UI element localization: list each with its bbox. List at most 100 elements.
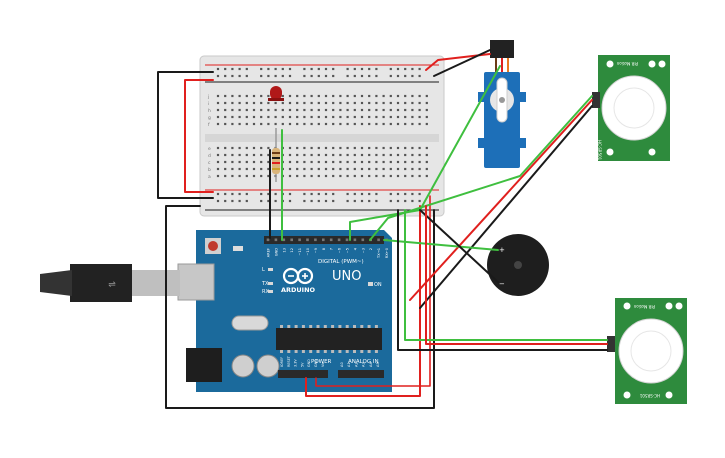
pir-sensor-top[interactable]: PIR Motion HC-SR501 [592, 55, 670, 161]
breadboard-rail-hole[interactable] [281, 67, 284, 71]
breadboard-hole[interactable] [296, 146, 299, 150]
breadboard-rail-hole[interactable] [389, 74, 392, 78]
breadboard-rail-hole[interactable] [267, 199, 270, 203]
breadboard-rail-hole[interactable] [411, 192, 414, 196]
breadboard-hole[interactable] [224, 146, 227, 150]
breadboard-rail-hole[interactable] [353, 192, 356, 196]
digital-pin-hole[interactable] [329, 238, 333, 242]
breadboard-hole[interactable] [245, 160, 248, 164]
breadboard-hole[interactable] [339, 160, 342, 164]
breadboard-hole[interactable] [389, 174, 392, 178]
breadboard-hole[interactable] [360, 146, 364, 150]
breadboard-hole[interactable] [339, 94, 342, 98]
breadboard-rail-hole[interactable] [324, 192, 328, 196]
breadboard-rail-hole[interactable] [375, 199, 378, 203]
breadboard-hole[interactable] [324, 101, 328, 105]
breadboard-hole[interactable] [375, 153, 378, 157]
wire-black-gnd[interactable] [165, 205, 435, 409]
breadboard-hole[interactable] [324, 122, 328, 126]
breadboard-hole[interactable] [267, 101, 270, 105]
breadboard-hole[interactable] [317, 160, 320, 164]
breadboard-hole[interactable] [396, 174, 400, 178]
breadboard-rail-hole[interactable] [324, 67, 328, 71]
breadboard-hole[interactable] [260, 146, 263, 150]
breadboard-rail-hole[interactable] [267, 74, 270, 78]
breadboard-hole[interactable] [296, 101, 299, 105]
breadboard-hole[interactable] [382, 174, 385, 178]
breadboard-hole[interactable] [332, 153, 335, 157]
wire-red-pir-top[interactable] [409, 99, 593, 301]
breadboard-rail-hole[interactable] [310, 74, 313, 78]
breadboard-rail-hole[interactable] [303, 199, 306, 203]
breadboard-rail-hole[interactable] [317, 192, 320, 196]
breadboard-hole[interactable] [296, 122, 299, 126]
breadboard-hole[interactable] [260, 115, 263, 119]
wire-black-pir-top[interactable] [419, 105, 593, 309]
breadboard-hole[interactable] [368, 174, 371, 178]
breadboard-hole[interactable] [288, 174, 292, 178]
wire-green-buzzer[interactable] [383, 239, 499, 251]
breadboard-hole[interactable] [303, 167, 306, 171]
breadboard-hole[interactable] [231, 94, 234, 98]
digital-pin-hole[interactable] [353, 238, 357, 242]
breadboard-rail-hole[interactable] [368, 192, 371, 196]
breadboard-hole[interactable] [375, 115, 378, 119]
breadboard-hole[interactable] [346, 167, 349, 171]
breadboard-rail-hole[interactable] [288, 67, 292, 71]
breadboard-rail-hole[interactable] [368, 199, 371, 203]
breadboard-rail-hole[interactable] [310, 192, 313, 196]
breadboard-hole[interactable] [288, 167, 292, 171]
breadboard-hole[interactable] [396, 101, 400, 105]
breadboard-hole[interactable] [317, 94, 320, 98]
breadboard-hole[interactable] [216, 94, 220, 98]
breadboard-hole[interactable] [404, 174, 407, 178]
wire-black-left-loop[interactable] [157, 71, 214, 199]
breadboard-rail-hole[interactable] [317, 67, 320, 71]
breadboard-hole[interactable] [303, 160, 306, 164]
breadboard-rail-hole[interactable] [245, 192, 248, 196]
breadboard-rail-hole[interactable] [346, 74, 349, 78]
breadboard-hole[interactable] [353, 160, 356, 164]
wire-red-5v[interactable] [305, 205, 421, 397]
breadboard-hole[interactable] [216, 122, 220, 126]
breadboard-hole[interactable] [231, 167, 234, 171]
breadboard-hole[interactable] [375, 108, 378, 112]
breadboard-rail-hole[interactable] [396, 199, 400, 203]
digital-pin-hole[interactable] [337, 238, 341, 242]
breadboard-hole[interactable] [404, 167, 407, 171]
breadboard-hole[interactable] [252, 108, 256, 112]
breadboard-hole[interactable] [389, 115, 392, 119]
breadboard-hole[interactable] [274, 122, 277, 126]
breadboard-hole[interactable] [411, 167, 414, 171]
breadboard-hole[interactable] [389, 146, 392, 150]
breadboard-rail-hole[interactable] [288, 192, 292, 196]
breadboard-rail-hole[interactable] [260, 67, 263, 71]
breadboard-hole[interactable] [404, 153, 407, 157]
breadboard-hole[interactable] [332, 94, 335, 98]
breadboard-rail-hole[interactable] [303, 67, 306, 71]
breadboard-hole[interactable] [245, 94, 248, 98]
breadboard-hole[interactable] [353, 174, 356, 178]
breadboard-hole[interactable] [224, 94, 227, 98]
breadboard-hole[interactable] [346, 108, 349, 112]
breadboard-rail-hole[interactable] [274, 192, 277, 196]
breadboard-hole[interactable] [310, 153, 313, 157]
breadboard-hole[interactable] [418, 160, 421, 164]
breadboard-hole[interactable] [303, 174, 306, 178]
wire-black-servo[interactable] [433, 49, 491, 77]
digital-pin-hole[interactable] [282, 238, 286, 242]
breadboard-hole[interactable] [382, 115, 385, 119]
breadboard-hole[interactable] [274, 115, 277, 119]
breadboard-hole[interactable] [317, 101, 320, 105]
breadboard-rail-hole[interactable] [404, 67, 407, 71]
breadboard-hole[interactable] [382, 160, 385, 164]
breadboard-hole[interactable] [260, 101, 263, 105]
breadboard-hole[interactable] [216, 153, 220, 157]
breadboard-hole[interactable] [288, 115, 292, 119]
breadboard-hole[interactable] [245, 101, 248, 105]
wire-black-buzzer[interactable] [419, 209, 499, 283]
breadboard-rail-hole[interactable] [411, 199, 414, 203]
wire-green-pir-bottom[interactable] [404, 209, 608, 341]
breadboard-hole[interactable] [267, 174, 270, 178]
breadboard-hole[interactable] [396, 146, 400, 150]
